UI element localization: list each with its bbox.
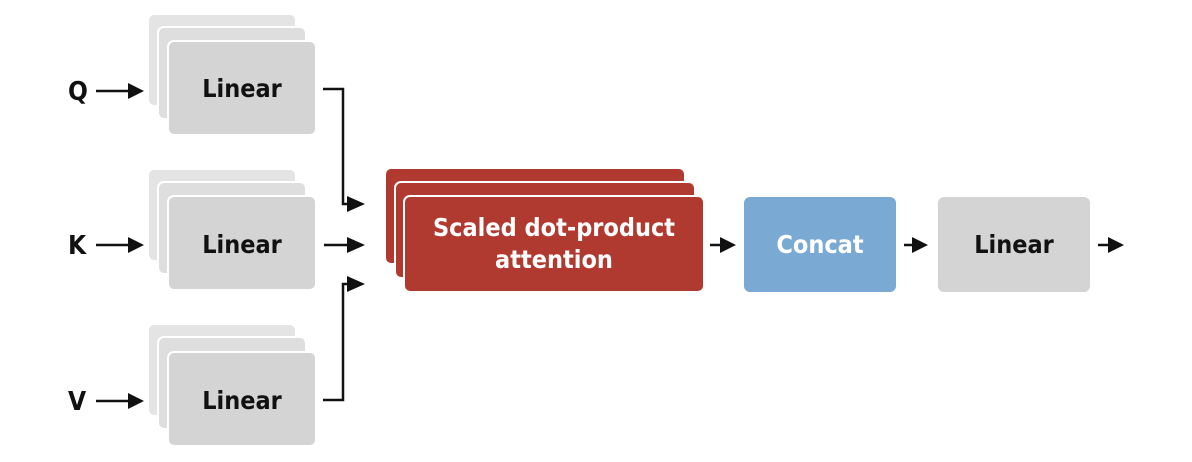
linear-label-v: Linear [202, 386, 282, 415]
connector-v-to-attention [323, 276, 365, 402]
concat-label: Concat [776, 230, 863, 259]
linear-label-k: Linear [202, 230, 282, 259]
attention-stack: Scaled dot-product attention [384, 167, 705, 293]
output-linear-block: Linear [938, 197, 1090, 292]
arrow-concat-to-linear [904, 237, 928, 253]
linear-label-q: Linear [202, 74, 282, 103]
arrow-attention-to-concat [710, 237, 736, 253]
arrow-k-to-linear [96, 237, 144, 253]
linear-stack-q: Linear [147, 13, 317, 136]
input-label-v: V [68, 387, 86, 417]
arrow-v-to-linear [96, 393, 144, 409]
linear-stack-v: Linear [147, 323, 317, 447]
attention-label-line1: Scaled dot-product [433, 213, 675, 242]
concat-box [744, 197, 896, 292]
v-branch: V Linear [68, 276, 365, 447]
output-linear-box [938, 197, 1090, 292]
connector-q-to-attention [323, 87, 365, 212]
connector-k-to-attention [324, 237, 365, 253]
input-label-q: Q [68, 77, 88, 107]
linear-box-k [167, 195, 317, 291]
attention-label-line2: attention [495, 245, 613, 274]
input-label-k: K [68, 231, 87, 261]
arrow-q-to-linear [96, 83, 144, 99]
output-linear-label: Linear [974, 230, 1054, 259]
q-branch: Q Linear [68, 13, 365, 212]
output-arrow [1098, 237, 1124, 253]
linear-box-v [167, 351, 317, 447]
k-branch: K Linear [68, 168, 365, 291]
concat-block: Concat [744, 197, 896, 292]
linear-box-q [167, 40, 317, 136]
attention-box [403, 195, 705, 293]
linear-stack-k: Linear [147, 168, 317, 291]
